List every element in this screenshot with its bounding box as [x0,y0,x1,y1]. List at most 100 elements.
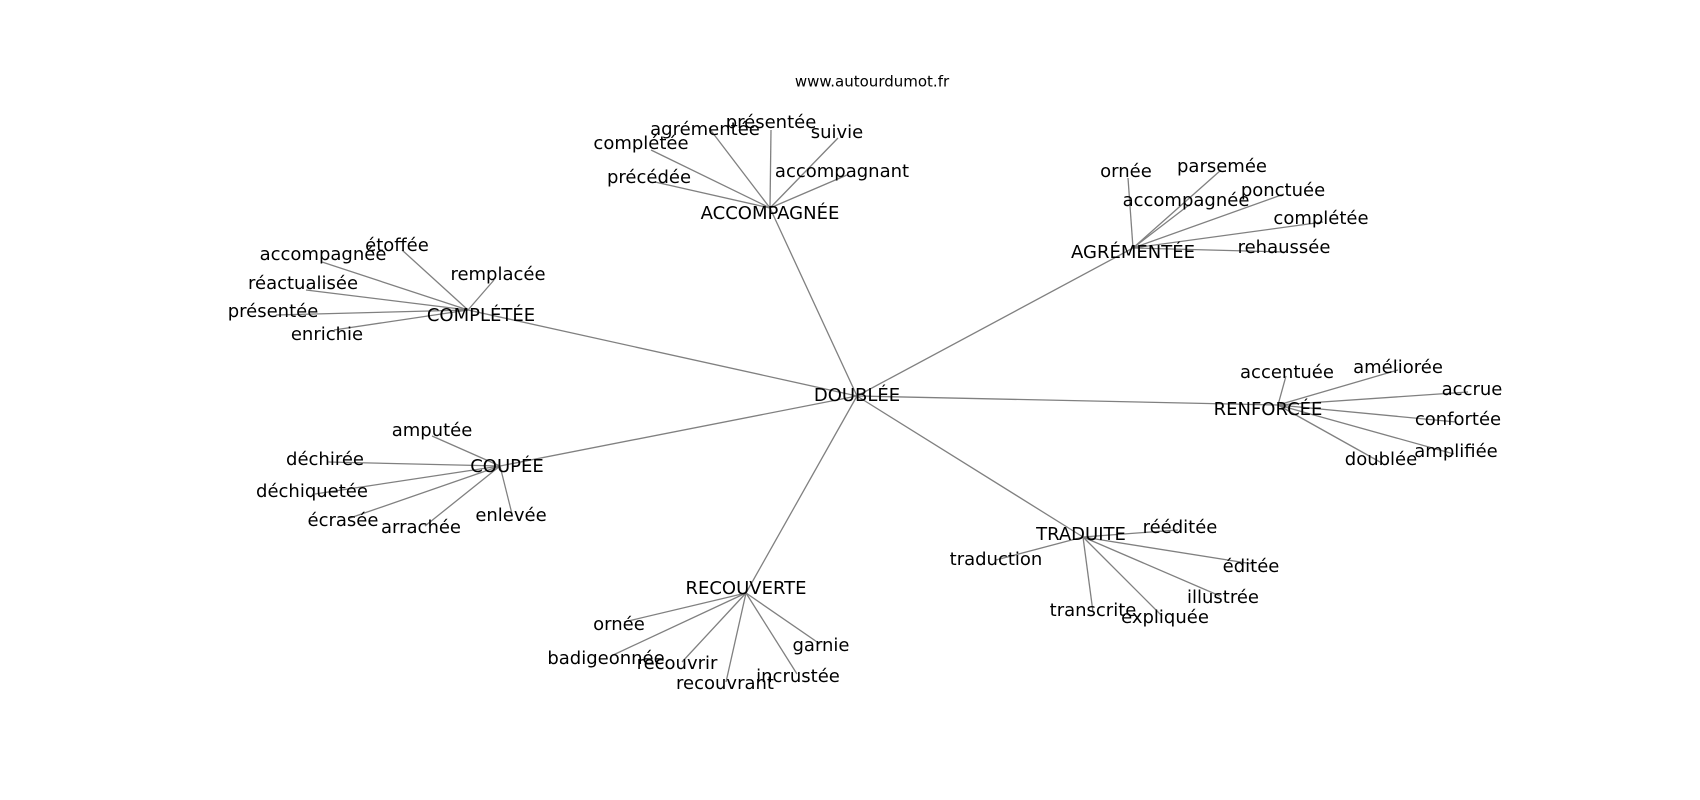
edge-coupee-leaf [424,465,501,527]
edge-completee-leaf [467,279,495,311]
edge-agrementee-leaf [1132,247,1286,253]
edge-recouverte-leaf [745,592,821,645]
leaf-word-accompagnee[interactable]: suivie [811,122,864,143]
leaf-word-completee[interactable]: remplacée [450,264,545,285]
leaf-word-completee[interactable]: enrichie [291,324,363,345]
leaf-word-renforcee[interactable]: doublée [1345,449,1417,470]
edge-coupee-leaf [349,465,501,519]
leaf-word-accompagnee[interactable]: précédée [607,167,691,188]
leaf-word-recouverte[interactable]: ornée [593,614,645,635]
graph-labels: complétéeagrémentéeprésentéesuivieprécéd… [228,112,1503,694]
center-word[interactable]: DOUBLÉE [814,384,900,406]
leaf-word-traduite[interactable]: expliquée [1121,607,1209,628]
edge-completee-leaf [321,261,469,311]
leaf-word-recouverte[interactable]: recouvrant [676,673,774,694]
edge-coupee-leaf [314,465,501,495]
edge-accompagnee-leaf [708,127,771,209]
leaf-word-completee[interactable]: réactualisée [248,273,358,294]
group-word-completee[interactable]: COMPLÉTÉE [427,304,535,326]
leaf-word-recouverte[interactable]: badigeonnée [547,648,664,669]
group-word-renforcee[interactable]: RENFORCÉE [1214,398,1323,420]
leaf-word-agrementee[interactable]: accompagnée [1123,190,1250,211]
edge-renforcee-leaf [1277,375,1287,406]
edge-accompagnee-leaf [769,129,772,209]
leaf-word-completee[interactable]: présentée [228,301,319,322]
edge-traduite-leaf [1082,536,1254,565]
leaf-word-coupee[interactable]: arrachée [381,517,461,538]
edge-recouverte-leaf [623,592,747,623]
edge-center-renforcee [856,395,1279,406]
edge-completee-leaf [275,309,469,316]
edge-traduite-leaf [1082,536,1221,597]
graph-edges [275,127,1469,683]
edge-agrementee-leaf [1132,204,1190,249]
leaf-word-traduite[interactable]: traduction [950,549,1043,570]
leaf-word-agrementee[interactable]: complétée [1273,208,1368,229]
edge-renforcee-leaf [1277,391,1469,406]
edge-center-accompagnee [769,207,858,397]
site-url[interactable]: www.autourdumot.fr [795,73,950,91]
leaf-word-coupee[interactable]: enlevée [475,505,546,526]
edge-completee-leaf [305,289,469,311]
edge-renforcee-leaf [1277,404,1381,463]
edge-traduite-leaf [1082,529,1179,538]
edge-center-recouverte [745,395,858,594]
group-word-accompagnee[interactable]: ACCOMPAGNÉE [701,202,840,224]
edge-traduite-leaf [995,536,1084,561]
edge-accompagnee-leaf [654,181,771,209]
edge-completee-leaf [401,249,469,311]
leaf-word-renforcee[interactable]: améliorée [1353,357,1443,378]
edge-center-completee [467,309,858,397]
leaf-word-traduite[interactable]: transcrite [1050,600,1137,621]
edge-recouverte-leaf [725,592,747,683]
leaf-word-completee[interactable]: accompagnée [260,244,387,265]
edge-renforcee-leaf [1277,369,1399,406]
edge-recouverte-leaf [610,592,747,657]
leaf-word-coupee[interactable]: écrasée [308,510,379,531]
leaf-word-renforcee[interactable]: accrue [1442,379,1503,400]
leaf-word-recouverte[interactable]: incrustée [756,666,840,687]
edge-renforcee-leaf [1277,404,1457,423]
leaf-word-coupee[interactable]: déchiquetée [256,481,368,502]
leaf-word-agrementee[interactable]: rehaussée [1238,237,1331,258]
leaf-word-agrementee[interactable]: ornée [1100,161,1152,182]
edge-coupee-leaf [327,461,501,467]
leaf-word-coupee[interactable]: déchirée [286,449,364,470]
edge-agrementee-leaf [1132,221,1324,249]
edge-traduite-leaf [1082,536,1094,613]
edge-center-coupee [499,395,858,467]
leaf-word-completee[interactable]: étoffée [365,235,429,256]
edge-accompagnee-leaf [769,137,839,209]
group-word-agrementee[interactable]: AGRÉMENTÉE [1071,241,1195,263]
leaf-word-traduite[interactable]: éditée [1223,556,1280,577]
leaf-word-renforcee[interactable]: amplifiée [1414,441,1497,462]
edge-agrementee-leaf [1132,169,1222,249]
group-word-recouverte[interactable]: RECOUVERTE [685,578,806,599]
group-word-traduite[interactable]: TRADUITE [1035,524,1126,545]
leaf-word-renforcee[interactable]: accentuée [1240,362,1334,383]
edge-agrementee-leaf [1127,177,1134,249]
edge-agrementee-leaf [1132,193,1285,249]
edge-traduite-leaf [1082,536,1163,617]
edge-recouverte-leaf [681,592,747,663]
leaf-word-agrementee[interactable]: parsemée [1177,156,1267,177]
edge-completee-leaf [333,309,469,331]
edge-center-agrementee [856,247,1134,397]
group-word-coupee[interactable]: COUPÉE [470,455,544,477]
leaf-word-agrementee[interactable]: ponctuée [1241,180,1325,201]
leaf-word-coupee[interactable]: amputée [392,420,473,441]
leaf-word-recouverte[interactable]: garnie [792,635,849,656]
leaf-word-accompagnee[interactable]: agrémentée [650,119,760,140]
edge-renforcee-leaf [1277,404,1455,455]
leaf-word-accompagnee[interactable]: accompagnant [775,161,909,182]
leaf-word-traduite[interactable]: rééditée [1143,517,1218,538]
leaf-word-accompagnee[interactable]: présentée [726,112,817,133]
leaf-word-traduite[interactable]: illustrée [1187,587,1259,608]
leaf-word-accompagnee[interactable]: complétée [593,133,688,154]
edge-recouverte-leaf [745,592,798,675]
edge-coupee-leaf [431,435,501,467]
edge-coupee-leaf [499,465,513,515]
leaf-word-recouverte[interactable]: recouvrir [637,653,718,674]
leaf-word-renforcee[interactable]: confortée [1415,409,1501,430]
